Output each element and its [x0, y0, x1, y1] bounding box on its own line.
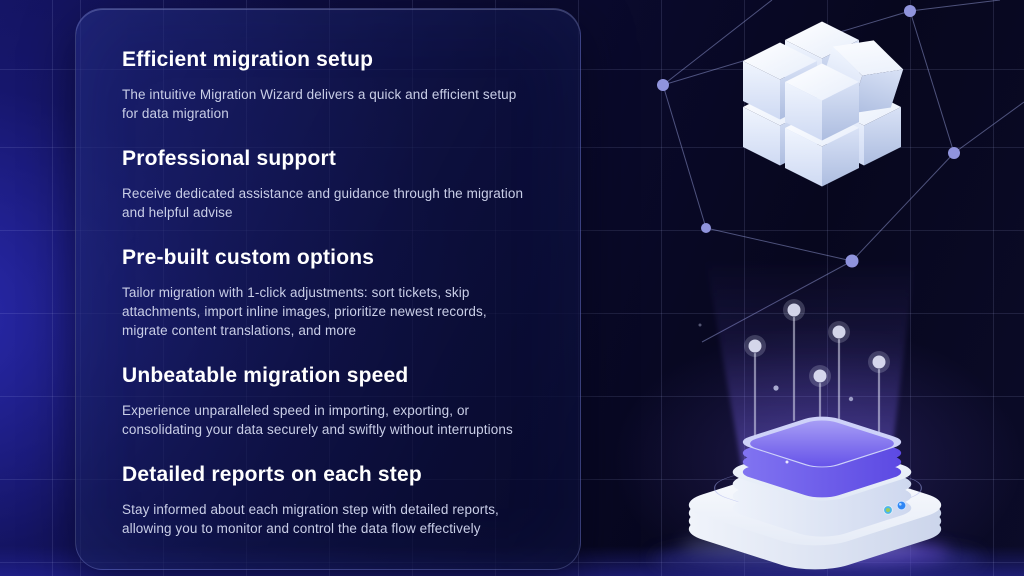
hologram-platform	[653, 416, 983, 576]
streak-heads	[698, 299, 890, 433]
indicator-light-right	[896, 500, 907, 511]
feature-title: Efficient migration setup	[122, 48, 374, 71]
feature-section: Efficient migration setup The intuitive …	[122, 47, 534, 123]
feature-section: Professional support Receive dedicated a…	[122, 146, 534, 222]
feature-section: Pre-built custom options Tailor migratio…	[122, 245, 534, 340]
indicator-lights	[883, 500, 907, 515]
feature-title: Unbeatable migration speed	[122, 364, 409, 387]
features-card: Efficient migration setup The intuitive …	[75, 8, 581, 570]
feature-description: Tailor migration with 1-click adjustment…	[122, 285, 487, 338]
feature-description: Stay informed about each migration step …	[122, 502, 499, 536]
feature-title: Detailed reports on each step	[122, 463, 422, 486]
feature-section: Detailed reports on each step Stay infor…	[122, 462, 534, 538]
feature-description: Experience unparalleled speed in importi…	[122, 403, 513, 437]
data-cube-illustration	[743, 21, 909, 187]
platform-screen	[742, 416, 902, 498]
feature-title: Pre-built custom options	[122, 246, 375, 269]
feature-description: The intuitive Migration Wizard delivers …	[122, 87, 517, 121]
light-beam	[706, 262, 915, 468]
feature-section: Unbeatable migration speed Experience un…	[122, 363, 534, 439]
feature-title: Professional support	[122, 147, 337, 170]
screen-sparkle	[785, 460, 789, 464]
feature-description: Receive dedicated assistance and guidanc…	[122, 186, 524, 220]
migration-illustration	[613, 0, 1024, 576]
